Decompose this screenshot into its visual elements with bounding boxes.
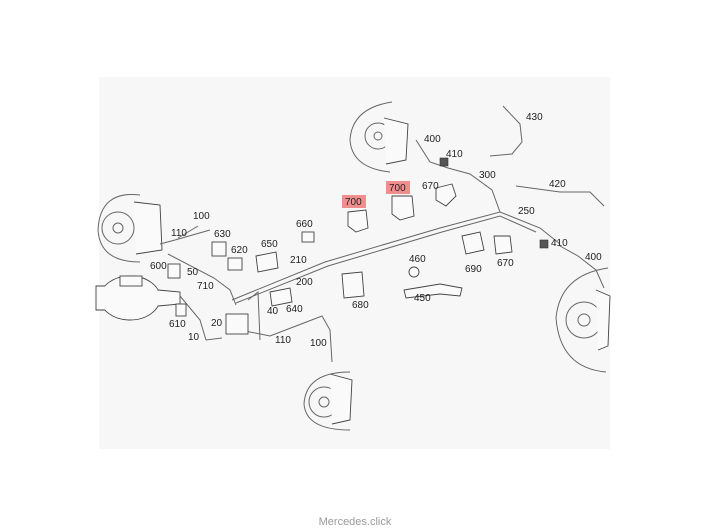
brake-lines	[159, 105, 605, 363]
callout-label: 10	[188, 332, 200, 343]
callout-highlight	[342, 195, 366, 208]
callout-label: 660	[296, 219, 313, 230]
callout-label: 670	[497, 258, 514, 269]
callout-20: 20	[211, 318, 223, 329]
callout-700: 700	[342, 195, 366, 208]
callout-label: 40	[267, 306, 279, 317]
callout-700: 700	[386, 181, 410, 194]
callout-690: 690	[465, 264, 482, 275]
callout-label: 400	[424, 134, 441, 145]
rear-left-brake-disc-top	[349, 101, 409, 173]
callout-650: 650	[261, 239, 278, 250]
callout-200: 200	[296, 277, 313, 288]
callout-label: 620	[231, 245, 248, 256]
callout-label: 50	[187, 267, 199, 278]
callout-40: 40	[267, 306, 279, 317]
callout-label: 410	[551, 238, 568, 249]
callout-600: 600	[150, 261, 167, 272]
callout-label: 100	[193, 211, 210, 222]
callout-highlight	[386, 181, 410, 194]
callout-label: 450	[414, 293, 431, 304]
callout-label: 670	[422, 181, 439, 192]
callout-430: 430	[526, 112, 543, 123]
callout-110: 110	[171, 228, 187, 239]
callout-670: 670	[422, 181, 439, 192]
callout-label: 20	[211, 318, 223, 329]
callout-label: 700	[345, 197, 362, 208]
callout-450: 450	[414, 293, 431, 304]
callout-620: 620	[231, 245, 248, 256]
callout-label: 610	[169, 319, 186, 330]
callout-label: 100	[310, 338, 327, 349]
callout-210: 210	[290, 255, 307, 266]
callout-label: 640	[286, 304, 303, 315]
callout-label: 110	[275, 335, 291, 346]
callout-410: 410	[551, 238, 568, 249]
callout-label: 710	[197, 281, 214, 292]
front-left-brake-disc	[97, 193, 163, 263]
callout-710: 710	[197, 281, 214, 292]
callout-410: 410	[446, 149, 463, 160]
callout-label: 210	[290, 255, 307, 266]
callout-460: 460	[409, 254, 426, 265]
callout-label: 680	[352, 300, 369, 311]
callout-50: 50	[187, 267, 199, 278]
callout-label: 700	[389, 183, 406, 194]
callout-label: 200	[296, 277, 313, 288]
callout-label: 650	[261, 239, 278, 250]
callout-250: 250	[518, 206, 535, 217]
callout-610: 610	[169, 319, 186, 330]
callout-680: 680	[352, 300, 369, 311]
callout-110: 110	[275, 335, 291, 346]
brake-components	[167, 157, 549, 335]
callout-300: 300	[479, 170, 496, 181]
rear-right-brake-disc	[555, 267, 611, 373]
callout-label: 600	[150, 261, 167, 272]
callout-630: 630	[214, 229, 231, 240]
brake-master-cylinder	[95, 275, 181, 321]
callout-10: 10	[188, 332, 200, 343]
callout-label: 400	[585, 252, 602, 263]
callout-100: 100	[193, 211, 210, 222]
callout-400: 400	[424, 134, 441, 145]
diagram-panel	[99, 77, 610, 449]
callout-label: 460	[409, 254, 426, 265]
callout-label: 250	[518, 206, 535, 217]
callout-label: 410	[446, 149, 463, 160]
callout-label: 110	[171, 228, 187, 239]
callout-label: 300	[479, 170, 496, 181]
callout-label: 430	[526, 112, 543, 123]
callout-420: 420	[549, 179, 566, 190]
callout-660: 660	[296, 219, 313, 230]
footer-watermark: Mercedes.click	[318, 516, 392, 528]
callout-640: 640	[286, 304, 303, 315]
callout-400: 400	[585, 252, 602, 263]
callout-label: 630	[214, 229, 231, 240]
callout-100: 100	[310, 338, 327, 349]
callout-670: 670	[497, 258, 514, 269]
callout-label: 420	[549, 179, 566, 190]
callout-label: 690	[465, 264, 482, 275]
front-right-brake-disc-bottom	[303, 371, 353, 431]
